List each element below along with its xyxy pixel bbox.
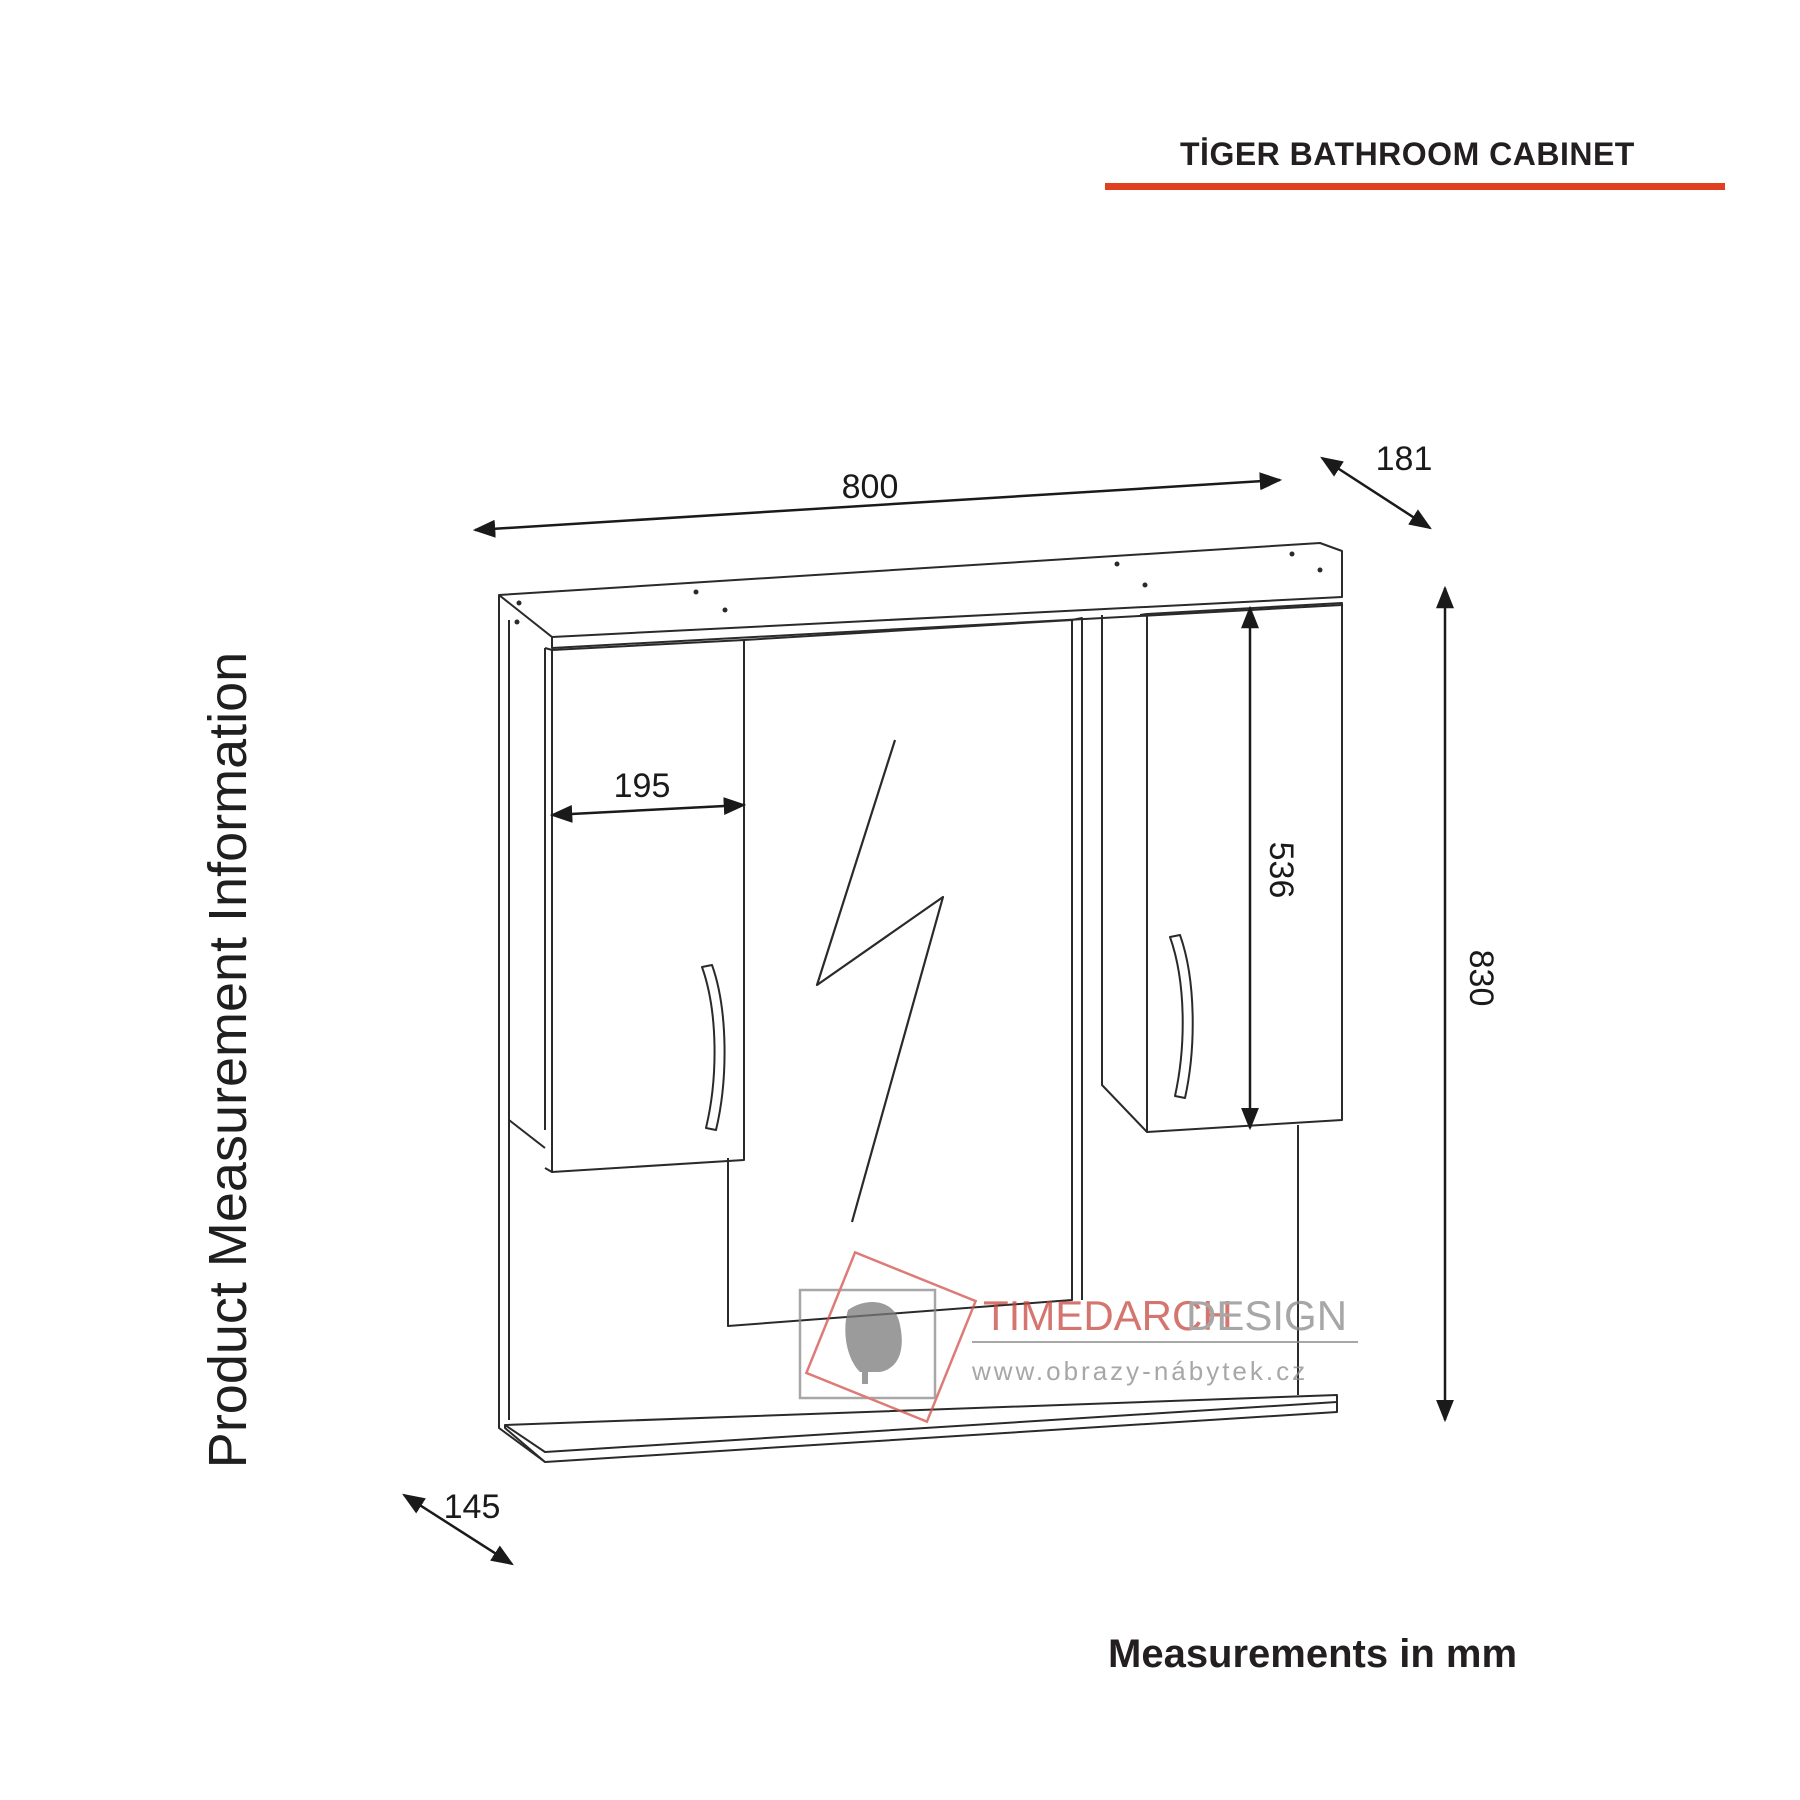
right-door-handle <box>1169 934 1194 1099</box>
left-door <box>551 639 745 1173</box>
depth-top-dimension-line <box>1320 456 1432 530</box>
watermark-brand-timed: TIMEDARCH <box>983 1292 1233 1339</box>
top-panel <box>498 542 1343 638</box>
right-door <box>1146 602 1343 1133</box>
left-side-panel <box>498 595 546 1463</box>
screw-holes <box>514 551 1323 625</box>
left-door-handle <box>701 964 726 1131</box>
height-label: 830 <box>1462 950 1500 1007</box>
units-note: Measurements in mm <box>1108 1632 1518 1676</box>
shelf-depth-label: 145 <box>444 1488 501 1526</box>
width-label: 800 <box>842 468 899 506</box>
door-width-label: 195 <box>614 767 671 805</box>
depth-top-label: 181 <box>1376 440 1433 478</box>
mirror-panel <box>727 619 1073 1327</box>
mirror-reflection <box>815 739 945 1223</box>
shelf-depth-dimension-line <box>402 1493 514 1566</box>
watermark-url: www.obrazy-nábytek.cz <box>971 1356 1308 1386</box>
title-underline <box>1105 183 1725 190</box>
door-height-label: 536 <box>1262 842 1300 899</box>
diagram-title: TİGER BATHROOM CABINET <box>1180 136 1635 172</box>
watermark: TIMEDARCH DESIGN www.obrazy-nábytek.cz <box>798 1250 1358 1424</box>
watermark-brand-design: DESIGN <box>1186 1292 1347 1339</box>
bottom-shelf <box>504 1394 1338 1463</box>
width-dimension-line <box>472 472 1283 538</box>
chair-logo-icon <box>798 1250 978 1424</box>
door-width-dimension-line <box>549 797 747 823</box>
